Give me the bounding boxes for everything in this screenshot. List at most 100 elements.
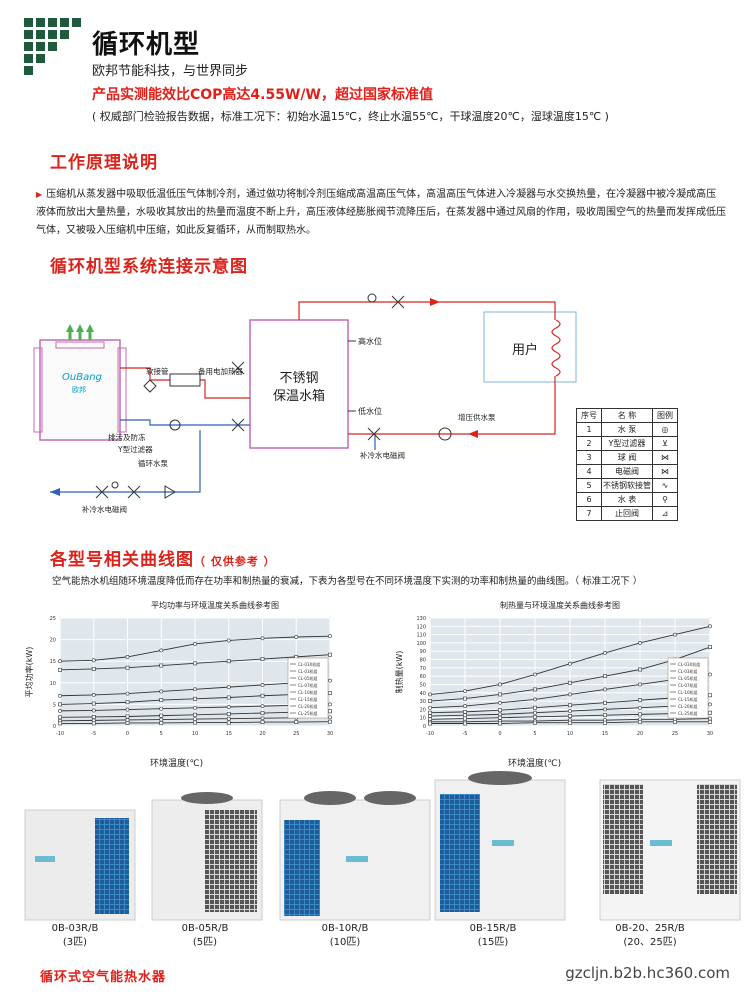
data-point bbox=[463, 689, 467, 694]
tank-label-2: 保温水箱 bbox=[273, 388, 325, 404]
data-point bbox=[260, 716, 265, 721]
product-model: 0B-05R/B bbox=[181, 923, 229, 934]
x-tick-label: 15 bbox=[226, 731, 232, 737]
data-point bbox=[226, 720, 231, 725]
data-point bbox=[498, 700, 502, 705]
legend-entry: CL-07机组 bbox=[678, 682, 697, 688]
data-point bbox=[58, 708, 62, 713]
data-point bbox=[193, 720, 197, 725]
data-point bbox=[260, 636, 265, 641]
test-condition: ( 权威部门检验报告数据，标准工况下：初始水温15℃，终止水温55℃，干球温度2… bbox=[92, 110, 609, 123]
chart2-xlabel: 环境温度(℃) bbox=[508, 759, 562, 769]
principle-text: ▶压缩机从蒸发器中吸取低温低压气体制冷剂，通过做功将制冷剂压缩成高温高压气体，高… bbox=[36, 186, 726, 240]
data-point bbox=[708, 719, 712, 724]
data-point bbox=[58, 693, 62, 698]
makeup-valve-label-1: 补冷水电磁阀 bbox=[360, 450, 405, 460]
product-unit-15 bbox=[434, 771, 566, 921]
legend-entry: CL-03X机组 bbox=[678, 661, 700, 667]
data-point bbox=[498, 682, 502, 687]
legend-name: Y型过滤器 bbox=[601, 436, 653, 451]
legend-entry: CL-10机组 bbox=[678, 689, 697, 695]
chart1-xlabel: 环境温度(℃) bbox=[150, 759, 204, 769]
product-caption: 0B-20、25R/B(20、25匹) bbox=[590, 922, 710, 950]
data-point bbox=[568, 692, 572, 697]
principle-title: 工作原理说明 bbox=[50, 153, 158, 173]
legend-symbol-icon: ⚲ bbox=[652, 492, 678, 507]
data-point bbox=[568, 661, 572, 666]
data-point bbox=[328, 634, 332, 639]
data-point bbox=[159, 706, 164, 711]
x-tick-label: 20 bbox=[637, 731, 643, 737]
data-point bbox=[193, 696, 197, 701]
data-point bbox=[159, 698, 164, 702]
curves-title: 各型号相关曲线图（ 仅供参考 ） bbox=[50, 545, 276, 570]
ball-valve-icon bbox=[127, 485, 141, 499]
data-point bbox=[193, 717, 197, 721]
data-point bbox=[603, 650, 607, 655]
data-point bbox=[463, 716, 467, 721]
legend-entry: CL-20机组 bbox=[298, 703, 317, 709]
legend-no: 3 bbox=[576, 450, 602, 465]
circ-pump-label: 循环水泵 bbox=[138, 458, 168, 468]
data-point bbox=[708, 702, 712, 707]
data-point bbox=[294, 635, 299, 639]
data-point bbox=[638, 712, 642, 717]
data-point bbox=[533, 672, 537, 677]
x-tick-label: 25 bbox=[293, 731, 299, 737]
y-filter-label: Y型过滤器 bbox=[117, 444, 153, 454]
y-tick-label: 40 bbox=[420, 691, 426, 697]
data-point bbox=[125, 665, 130, 670]
legend-no: 2 bbox=[576, 436, 602, 451]
data-point bbox=[533, 714, 537, 719]
data-point bbox=[226, 685, 231, 690]
product-hp: (10匹) bbox=[329, 937, 361, 948]
data-point bbox=[463, 709, 467, 714]
user-label: 用户 bbox=[512, 342, 538, 358]
data-point bbox=[603, 707, 607, 712]
data-point bbox=[125, 718, 130, 722]
legend-header: 名 称 bbox=[601, 408, 653, 423]
data-point bbox=[125, 691, 130, 696]
legend-no: 7 bbox=[576, 506, 602, 521]
circulation-pump-icon bbox=[169, 419, 181, 431]
heat-pump-unit bbox=[33, 324, 127, 441]
backup-heater-icon bbox=[169, 373, 201, 387]
data-point bbox=[673, 719, 677, 724]
y-tick-label: 80 bbox=[420, 658, 426, 664]
data-point bbox=[428, 710, 432, 715]
y-tick-label: 130 bbox=[416, 616, 426, 622]
ball-valve-icon bbox=[231, 418, 245, 432]
x-tick-label: 15 bbox=[602, 731, 608, 737]
x-tick-label: 30 bbox=[327, 731, 333, 737]
drain-label: 排污及防冻 bbox=[108, 432, 146, 442]
data-point bbox=[498, 712, 502, 717]
return-pipes bbox=[50, 419, 376, 493]
data-point bbox=[638, 682, 642, 687]
y-tick-label: 70 bbox=[420, 666, 426, 672]
data-point bbox=[463, 721, 467, 726]
data-point bbox=[533, 710, 537, 715]
data-point bbox=[159, 663, 164, 668]
data-point bbox=[91, 658, 96, 663]
flow-arrow-icon bbox=[50, 488, 60, 496]
product-model: 0B-15R/B bbox=[469, 923, 517, 934]
solenoid-valve-icon bbox=[95, 485, 109, 499]
data-point bbox=[226, 695, 231, 700]
data-point bbox=[638, 698, 642, 703]
data-point bbox=[294, 720, 299, 725]
legend-entry: CL-15机组 bbox=[298, 696, 317, 702]
data-point bbox=[58, 702, 62, 707]
data-point bbox=[226, 638, 231, 643]
data-point bbox=[498, 715, 502, 720]
data-point bbox=[91, 692, 96, 697]
x-tick-label: -10 bbox=[426, 731, 434, 737]
data-point bbox=[125, 654, 130, 659]
y-tick-label: 25 bbox=[50, 616, 56, 622]
data-point bbox=[568, 703, 572, 708]
data-point bbox=[638, 705, 642, 710]
y-tick-label: 0 bbox=[53, 724, 56, 730]
